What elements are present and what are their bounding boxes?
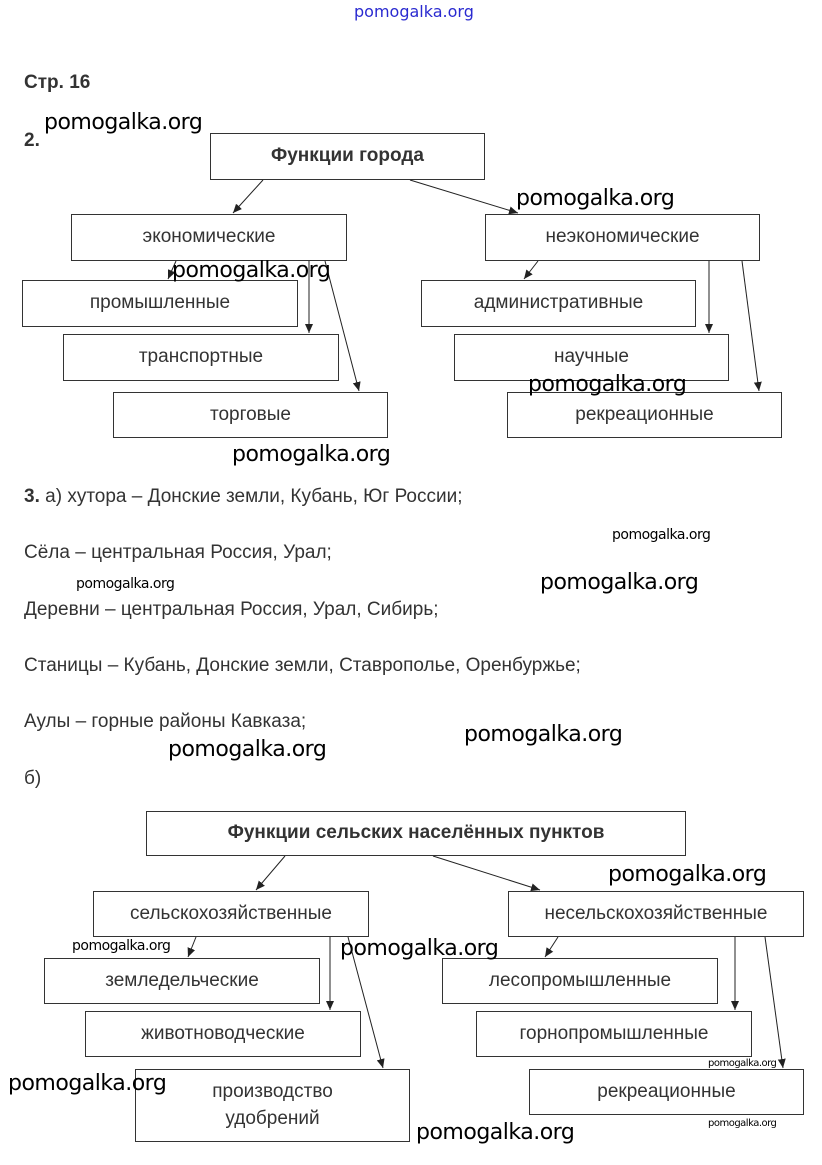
arrow <box>741 260 762 392</box>
arrow <box>432 855 541 892</box>
city-functions-root: Функции города <box>210 133 485 180</box>
task3-line-1-text: а) хутора – Донские земли, Кубань, Юг Ро… <box>45 486 463 507</box>
livestock-box: животноводческие <box>85 1011 361 1057</box>
watermark: pomogalka.org <box>72 938 171 954</box>
watermark: pomogalka.org <box>464 722 623 747</box>
watermark: pomogalka.org <box>540 570 699 595</box>
arrow <box>255 855 286 891</box>
rural-recreational-box: рекреационные <box>529 1069 804 1115</box>
scientific-box: научные <box>454 334 729 381</box>
watermark: pomogalka.org <box>8 1071 167 1096</box>
task3-line-4: Станицы – Кубань, Донские земли, Ставроп… <box>24 655 581 676</box>
watermark: pomogalka.org <box>168 737 327 762</box>
mining-box: горнопромышленные <box>476 1011 752 1057</box>
transport-box: транспортные <box>63 334 339 381</box>
watermark: pomogalka.org <box>172 258 331 283</box>
fertilizer-box: производство удобрений <box>135 1069 410 1142</box>
non-economic-box: неэкономические <box>485 214 760 261</box>
page-label: Стр. 16 <box>24 72 91 93</box>
header-watermark[interactable]: pomogalka.org <box>354 2 474 21</box>
arrow <box>347 936 385 1069</box>
watermark: pomogalka.org <box>708 1058 777 1069</box>
agricultural-box: сельскохозяйственные <box>93 891 369 937</box>
industrial-box: промышленные <box>22 280 298 327</box>
part-b-label: б) <box>24 768 42 789</box>
watermark: pomogalka.org <box>232 442 391 467</box>
non-agricultural-box: несельскохозяйственные <box>508 891 804 937</box>
arrow <box>544 936 559 958</box>
farming-box: земледельческие <box>44 958 320 1004</box>
arrow <box>187 936 197 958</box>
watermark: pomogalka.org <box>340 936 499 961</box>
arrow <box>764 936 786 1069</box>
task2-number: 2. <box>24 130 40 151</box>
task3-line-2: Сёла – центральная Россия, Урал; <box>24 542 332 563</box>
task3-line-1: 3. а) хутора – Донские земли, Кубань, Юг… <box>24 486 462 508</box>
administrative-box: административные <box>421 280 696 327</box>
watermark: pomogalka.org <box>528 372 687 397</box>
trade-box: торговые <box>113 392 388 438</box>
arrow <box>167 260 177 280</box>
task3-line-3: Деревни – центральная Россия, Урал, Сиби… <box>24 599 439 620</box>
arrow <box>409 179 519 215</box>
watermark: pomogalka.org <box>608 862 767 887</box>
watermark: pomogalka.org <box>416 1120 575 1145</box>
watermark: pomogalka.org <box>76 576 175 592</box>
arrow <box>324 260 361 392</box>
task3-number: 3. <box>24 486 40 507</box>
rural-functions-root: Функции сельских населённых пунктов <box>146 811 686 856</box>
watermark: pomogalka.org <box>516 186 675 211</box>
forestry-box: лесопромышленные <box>442 958 718 1004</box>
arrow <box>523 260 539 280</box>
watermark: pomogalka.org <box>708 1118 777 1129</box>
economic-box: экономические <box>71 214 347 261</box>
arrow <box>232 179 264 214</box>
task3-line-5: Аулы – горные районы Кавказа; <box>24 711 307 732</box>
watermark: pomogalka.org <box>612 527 711 543</box>
watermark: pomogalka.org <box>44 110 203 135</box>
recreational-box: рекреационные <box>507 392 782 438</box>
